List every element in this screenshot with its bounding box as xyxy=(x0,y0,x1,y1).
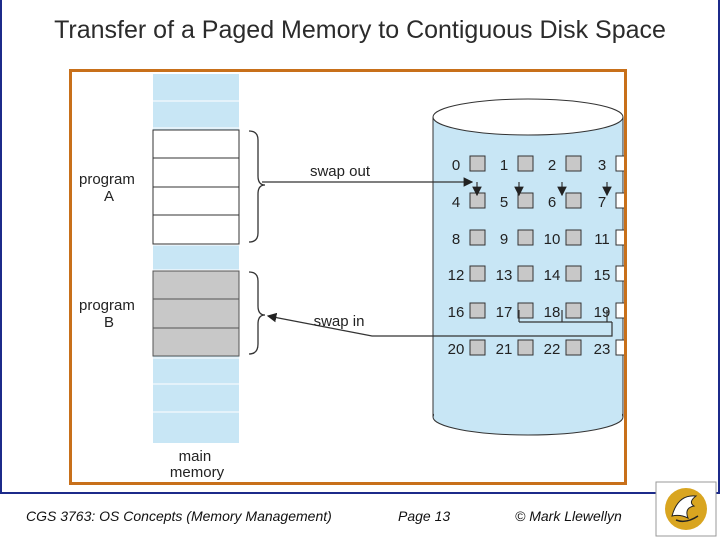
disk-block-label: 7 xyxy=(598,194,606,211)
disk-block-label: 10 xyxy=(544,231,561,248)
program-a-pages xyxy=(152,129,240,245)
disk-block xyxy=(469,229,486,246)
disk-block-label: 21 xyxy=(496,341,513,358)
disk-block xyxy=(615,155,632,172)
disk-block-label: 0 xyxy=(452,157,460,174)
footer-author: © Mark Llewellyn xyxy=(515,508,622,524)
disk-block xyxy=(469,155,486,172)
disk-block-label: 9 xyxy=(500,231,508,248)
disk-block xyxy=(615,339,632,356)
program-a-label: program A xyxy=(79,171,139,205)
disk-block xyxy=(615,192,632,209)
disk-block xyxy=(615,229,632,246)
disk-block-label: 16 xyxy=(448,304,465,321)
disk-block-label: 22 xyxy=(544,341,561,358)
disk-block-label: 20 xyxy=(448,341,465,358)
disk-block xyxy=(517,155,534,172)
footer-bar xyxy=(0,494,720,540)
disk-block-label: 4 xyxy=(452,194,460,211)
disk-block-label: 18 xyxy=(544,304,561,321)
disk-block xyxy=(517,339,534,356)
slide-frame-right xyxy=(718,0,720,492)
disk-block-label: 17 xyxy=(496,304,513,321)
slide-title: Transfer of a Paged Memory to Contiguous… xyxy=(54,16,666,44)
ucf-pegasus-logo xyxy=(654,480,718,538)
program-b-label: program B xyxy=(79,297,139,331)
disk-block xyxy=(469,302,486,319)
disk-block-label: 6 xyxy=(548,194,556,211)
disk-block xyxy=(517,265,534,282)
disk-block-label: 2 xyxy=(548,157,556,174)
disk-block xyxy=(565,339,582,356)
disk-block-label: 3 xyxy=(598,157,606,174)
main-memory-column xyxy=(153,74,239,443)
disk-block xyxy=(615,302,632,319)
disk-block xyxy=(615,265,632,282)
disk-block xyxy=(469,192,486,209)
footer-page: Page 13 xyxy=(398,508,451,524)
main-memory-label: main memory xyxy=(170,448,225,481)
slide-frame-left xyxy=(0,0,2,492)
disk-block-label: 11 xyxy=(594,231,610,248)
disk-block xyxy=(517,192,534,209)
disk-block xyxy=(565,229,582,246)
disk-block-label: 23 xyxy=(594,341,611,358)
disk-block xyxy=(565,302,582,319)
disk-block-label: 1 xyxy=(500,157,508,174)
disk-block-label: 19 xyxy=(594,304,611,321)
disk-block-label: 15 xyxy=(594,267,611,284)
swap-in-label: swap in xyxy=(314,313,365,330)
disk-block xyxy=(517,229,534,246)
footer-divider xyxy=(0,492,720,494)
brace-program-a xyxy=(248,130,266,243)
disk-block-label: 13 xyxy=(496,267,513,284)
footer-course: CGS 3763: OS Concepts (Memory Management… xyxy=(26,508,332,524)
memory-frame-lines xyxy=(153,100,239,413)
disk-block xyxy=(565,192,582,209)
program-b-pages xyxy=(152,270,240,357)
swap-in-arrow xyxy=(266,312,613,337)
swap-out-label: swap out xyxy=(310,163,371,180)
disk-arrows xyxy=(472,182,612,323)
brace-program-b xyxy=(248,271,266,355)
disk-block-label: 12 xyxy=(448,267,465,284)
disk-block-label: 14 xyxy=(544,267,561,284)
disk-block-label: 5 xyxy=(500,194,508,211)
disk-block xyxy=(469,265,486,282)
disk-block xyxy=(517,302,534,319)
disk-block xyxy=(565,155,582,172)
disk-block xyxy=(565,265,582,282)
disk-block-label: 8 xyxy=(452,231,460,248)
disk-block xyxy=(469,339,486,356)
